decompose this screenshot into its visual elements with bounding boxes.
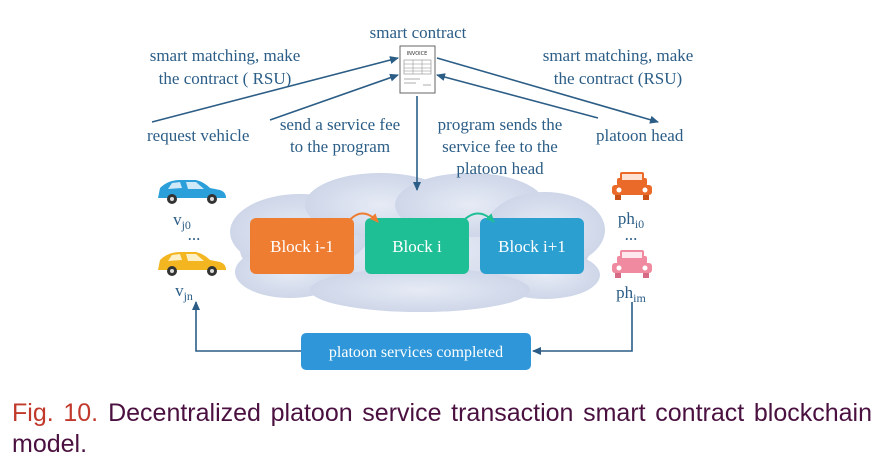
arrow-fee-to-contract bbox=[269, 73, 399, 121]
yellow-car-icon bbox=[158, 252, 226, 276]
label-right-match-2: the contract (RSU) bbox=[554, 69, 682, 88]
label-smart-contract: smart contract bbox=[370, 23, 467, 42]
arrow-request-to-contract bbox=[151, 56, 399, 123]
block-prev bbox=[250, 218, 354, 274]
block-prev-label: Block i-1 bbox=[270, 237, 334, 256]
block-next bbox=[480, 218, 584, 274]
platoon-services-completed-label: platoon services completed bbox=[329, 344, 503, 361]
pink-car-icon bbox=[612, 250, 652, 278]
platoon-services-completed-box: platoon services completed bbox=[301, 333, 531, 370]
document-icon: INVOICE bbox=[399, 45, 436, 94]
block-current-label: Block i bbox=[392, 237, 442, 256]
label-left-match-2: the contract ( RSU) bbox=[159, 69, 292, 88]
arrow-button-to-v bbox=[192, 301, 301, 352]
diagram-labels: smart contract smart matching, make the … bbox=[147, 23, 693, 178]
label-v-dots: ... bbox=[188, 225, 201, 244]
orange-car-icon bbox=[612, 172, 652, 200]
figure-caption: Fig. 10.Decentralized platoon service tr… bbox=[12, 398, 872, 460]
arrow-ph-to-button bbox=[532, 302, 633, 355]
label-v-j0: vj0 bbox=[173, 210, 191, 232]
label-program-sends-3: platoon head bbox=[456, 159, 544, 178]
label-send-fee-1: send a service fee bbox=[280, 115, 400, 134]
arrow-platoon-to-contract bbox=[436, 73, 599, 119]
svg-text:INVOICE: INVOICE bbox=[407, 51, 428, 57]
label-request-vehicle: request vehicle bbox=[147, 126, 249, 145]
block-next-label: Block i+1 bbox=[498, 237, 566, 256]
block-current bbox=[365, 218, 469, 274]
label-ph-dots: ... bbox=[625, 225, 638, 244]
chain-link-2 bbox=[461, 212, 495, 223]
label-program-sends-1: program sends the bbox=[438, 115, 563, 134]
transaction-diagram: Block i-1 Block i Block i+1 INVOICE smar… bbox=[147, 23, 693, 370]
label-ph-i0: phi0 bbox=[618, 209, 644, 231]
label-v-jn: vjn bbox=[175, 281, 193, 303]
label-left-match-1: smart matching, make bbox=[150, 46, 301, 65]
figure-caption-text: Decentralized platoon service transactio… bbox=[12, 399, 872, 458]
arrow-contract-to-platoon bbox=[436, 57, 659, 124]
flow-arrows bbox=[151, 56, 659, 355]
block-chain: Block i-1 Block i Block i+1 bbox=[250, 212, 584, 274]
label-send-fee-2: to the program bbox=[290, 137, 390, 156]
blue-car-icon bbox=[158, 180, 226, 204]
label-platoon-head: platoon head bbox=[596, 126, 684, 145]
chain-link-1 bbox=[347, 212, 379, 223]
figure-number: Fig. 10. bbox=[12, 399, 99, 427]
label-ph-im: phim bbox=[616, 283, 646, 305]
label-right-match-1: smart matching, make bbox=[543, 46, 694, 65]
label-program-sends-2: service fee to the bbox=[442, 137, 558, 156]
